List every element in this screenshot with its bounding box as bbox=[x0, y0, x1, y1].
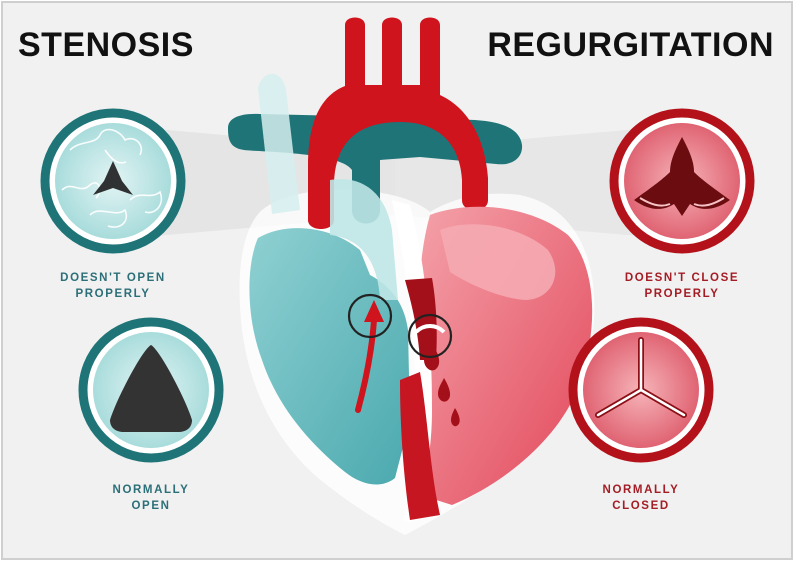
vena-cava bbox=[258, 74, 300, 214]
right-atrium bbox=[330, 179, 398, 300]
regurgitation-abnormal-valve bbox=[609, 108, 755, 254]
arrow-up-icon bbox=[355, 300, 384, 413]
stenosis-normal-valve bbox=[78, 317, 224, 463]
stenotic-valve-ring bbox=[347, 293, 393, 339]
label-normally-open: NORMALLY OPEN bbox=[112, 484, 190, 512]
blood-drop bbox=[451, 408, 460, 427]
left-outflow bbox=[400, 372, 440, 520]
leaky-valve-ring bbox=[407, 313, 453, 359]
right-ventricle bbox=[249, 228, 410, 485]
blood-drop bbox=[424, 340, 440, 371]
label-doesnt-open: DOESN'T OPEN PROPERLY bbox=[60, 272, 166, 300]
leaky-valve-leaflet bbox=[414, 324, 446, 334]
label-doesnt-close: DOESN'T CLOSE PROPERLY bbox=[624, 272, 740, 300]
left-atrium bbox=[440, 224, 556, 300]
label-normally-closed: NORMALLY CLOSED bbox=[602, 484, 680, 512]
stenosis-abnormal-valve bbox=[40, 108, 186, 254]
left-inflow bbox=[405, 278, 437, 360]
blood-drop bbox=[438, 378, 451, 402]
regurgitation-normal-valve bbox=[568, 317, 714, 463]
title-stenosis: STENOSIS bbox=[18, 26, 194, 64]
title-regurgitation: REGURGITATION bbox=[487, 26, 774, 64]
aorta bbox=[308, 17, 488, 229]
